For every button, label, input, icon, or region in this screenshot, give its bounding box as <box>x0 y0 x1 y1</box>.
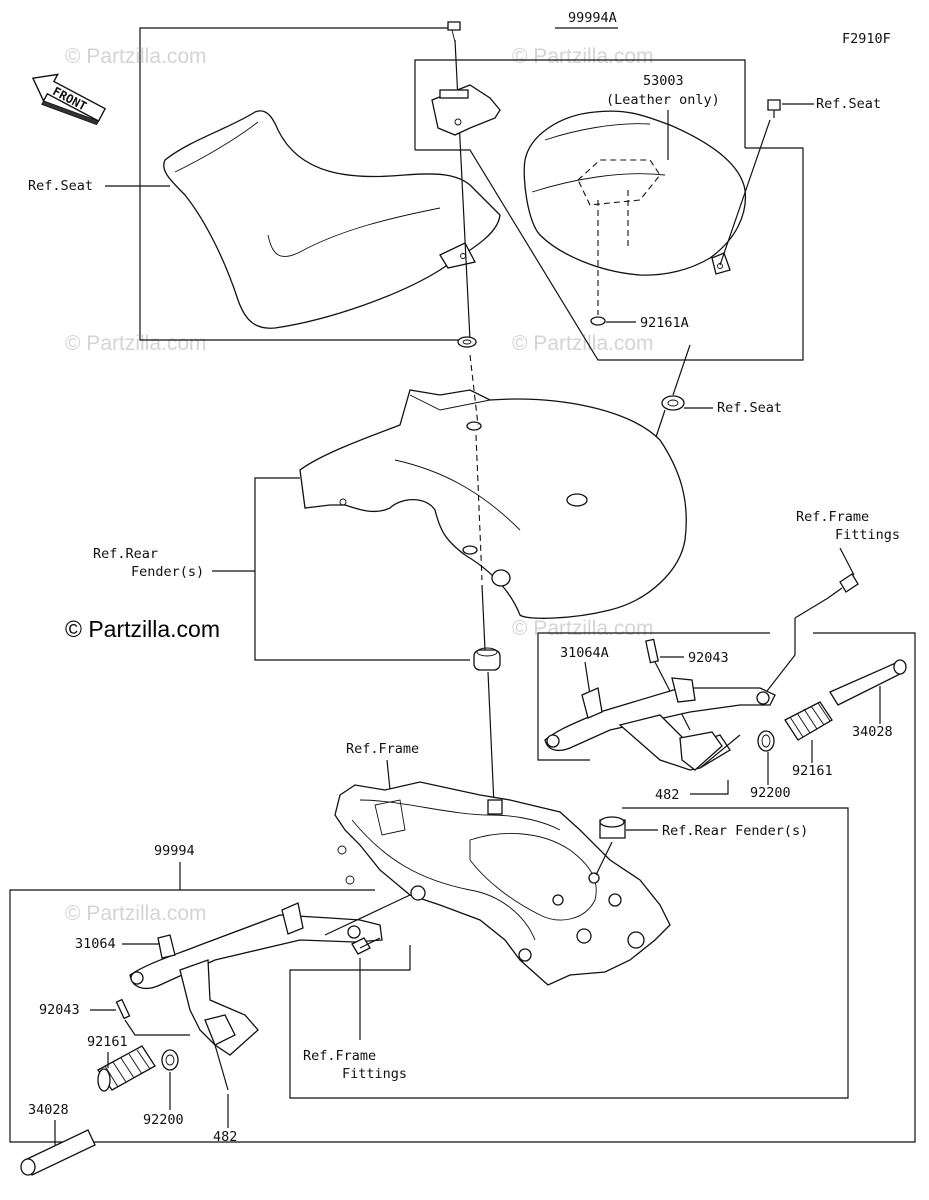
label-482-l: 482 <box>213 1129 237 1145</box>
label-ref-frame-fittings-r2: Fittings <box>835 527 900 543</box>
label-ref-frame: Ref.Frame <box>346 741 419 757</box>
front-seat-group: Ref.Seat <box>28 21 501 348</box>
front-arrow: FRONT <box>31 73 107 126</box>
label-99994A: 99994A <box>568 10 617 26</box>
label-ref-frame-fittings-r1: Ref.Frame <box>796 509 869 525</box>
label-92200-r: 92200 <box>750 785 791 801</box>
label-ref-rear-2: Fender(s) <box>131 564 204 580</box>
watermark: © Partzilla.com <box>65 45 207 68</box>
label-ref-seat-mid: Ref.Seat <box>717 400 782 416</box>
frame-group: Ref.Frame Ref.Rear Fender(s) <box>289 741 849 1099</box>
label-92161-l: 92161 <box>87 1034 128 1050</box>
label-ref-seat-right: Ref.Seat <box>816 96 881 112</box>
label-34028-r: 34028 <box>852 724 893 740</box>
copyright: © Partzilla.com <box>65 616 220 642</box>
watermark: © Partzilla.com <box>65 332 207 355</box>
label-99994: 99994 <box>154 843 195 859</box>
label-ref-frame-fittings-l1: Ref.Frame <box>303 1048 376 1064</box>
label-92043-l: 92043 <box>39 1002 80 1018</box>
watermark: © Partzilla.com <box>512 617 654 640</box>
figure-code: F2910F <box>842 31 891 47</box>
rear-fender-group: Ref.Seat Ref.Rear Fender(s) <box>93 344 782 806</box>
label-92161-r: 92161 <box>792 763 833 779</box>
label-ref-rear-fenders-r: Ref.Rear Fender(s) <box>662 823 808 839</box>
label-31064A: 31064A <box>560 645 609 661</box>
watermark: © Partzilla.com <box>65 902 207 925</box>
watermark: © Partzilla.com <box>512 332 654 355</box>
label-92161A: 92161A <box>640 315 689 331</box>
label-482-r: 482 <box>655 787 679 803</box>
label-ref-frame-fittings-l2: Fittings <box>342 1066 407 1082</box>
label-ref-rear-1: Ref.Rear <box>93 546 158 562</box>
label-34028-l: 34028 <box>28 1102 69 1118</box>
label-92043-r: 92043 <box>688 650 729 666</box>
left-footrest-group: 99994 31064 92043 92200 9 <box>20 843 411 1176</box>
label-ref-seat-left: Ref.Seat <box>28 178 93 194</box>
label-92200-l: 92200 <box>143 1112 184 1128</box>
rear-seat-group: 99994A 53003 (Leather only) Ref.Seat 921… <box>414 10 881 361</box>
watermark: © Partzilla.com <box>512 45 654 68</box>
rubber-footpeg-r <box>784 701 833 741</box>
label-53003: 53003 <box>643 73 684 89</box>
label-31064: 31064 <box>75 936 116 952</box>
label-leather-only: (Leather only) <box>606 92 720 108</box>
rubber-footpeg-l <box>97 1045 156 1092</box>
right-footrest-group: Ref.Frame Fittings 31064A 92043 92200 <box>9 509 916 1143</box>
